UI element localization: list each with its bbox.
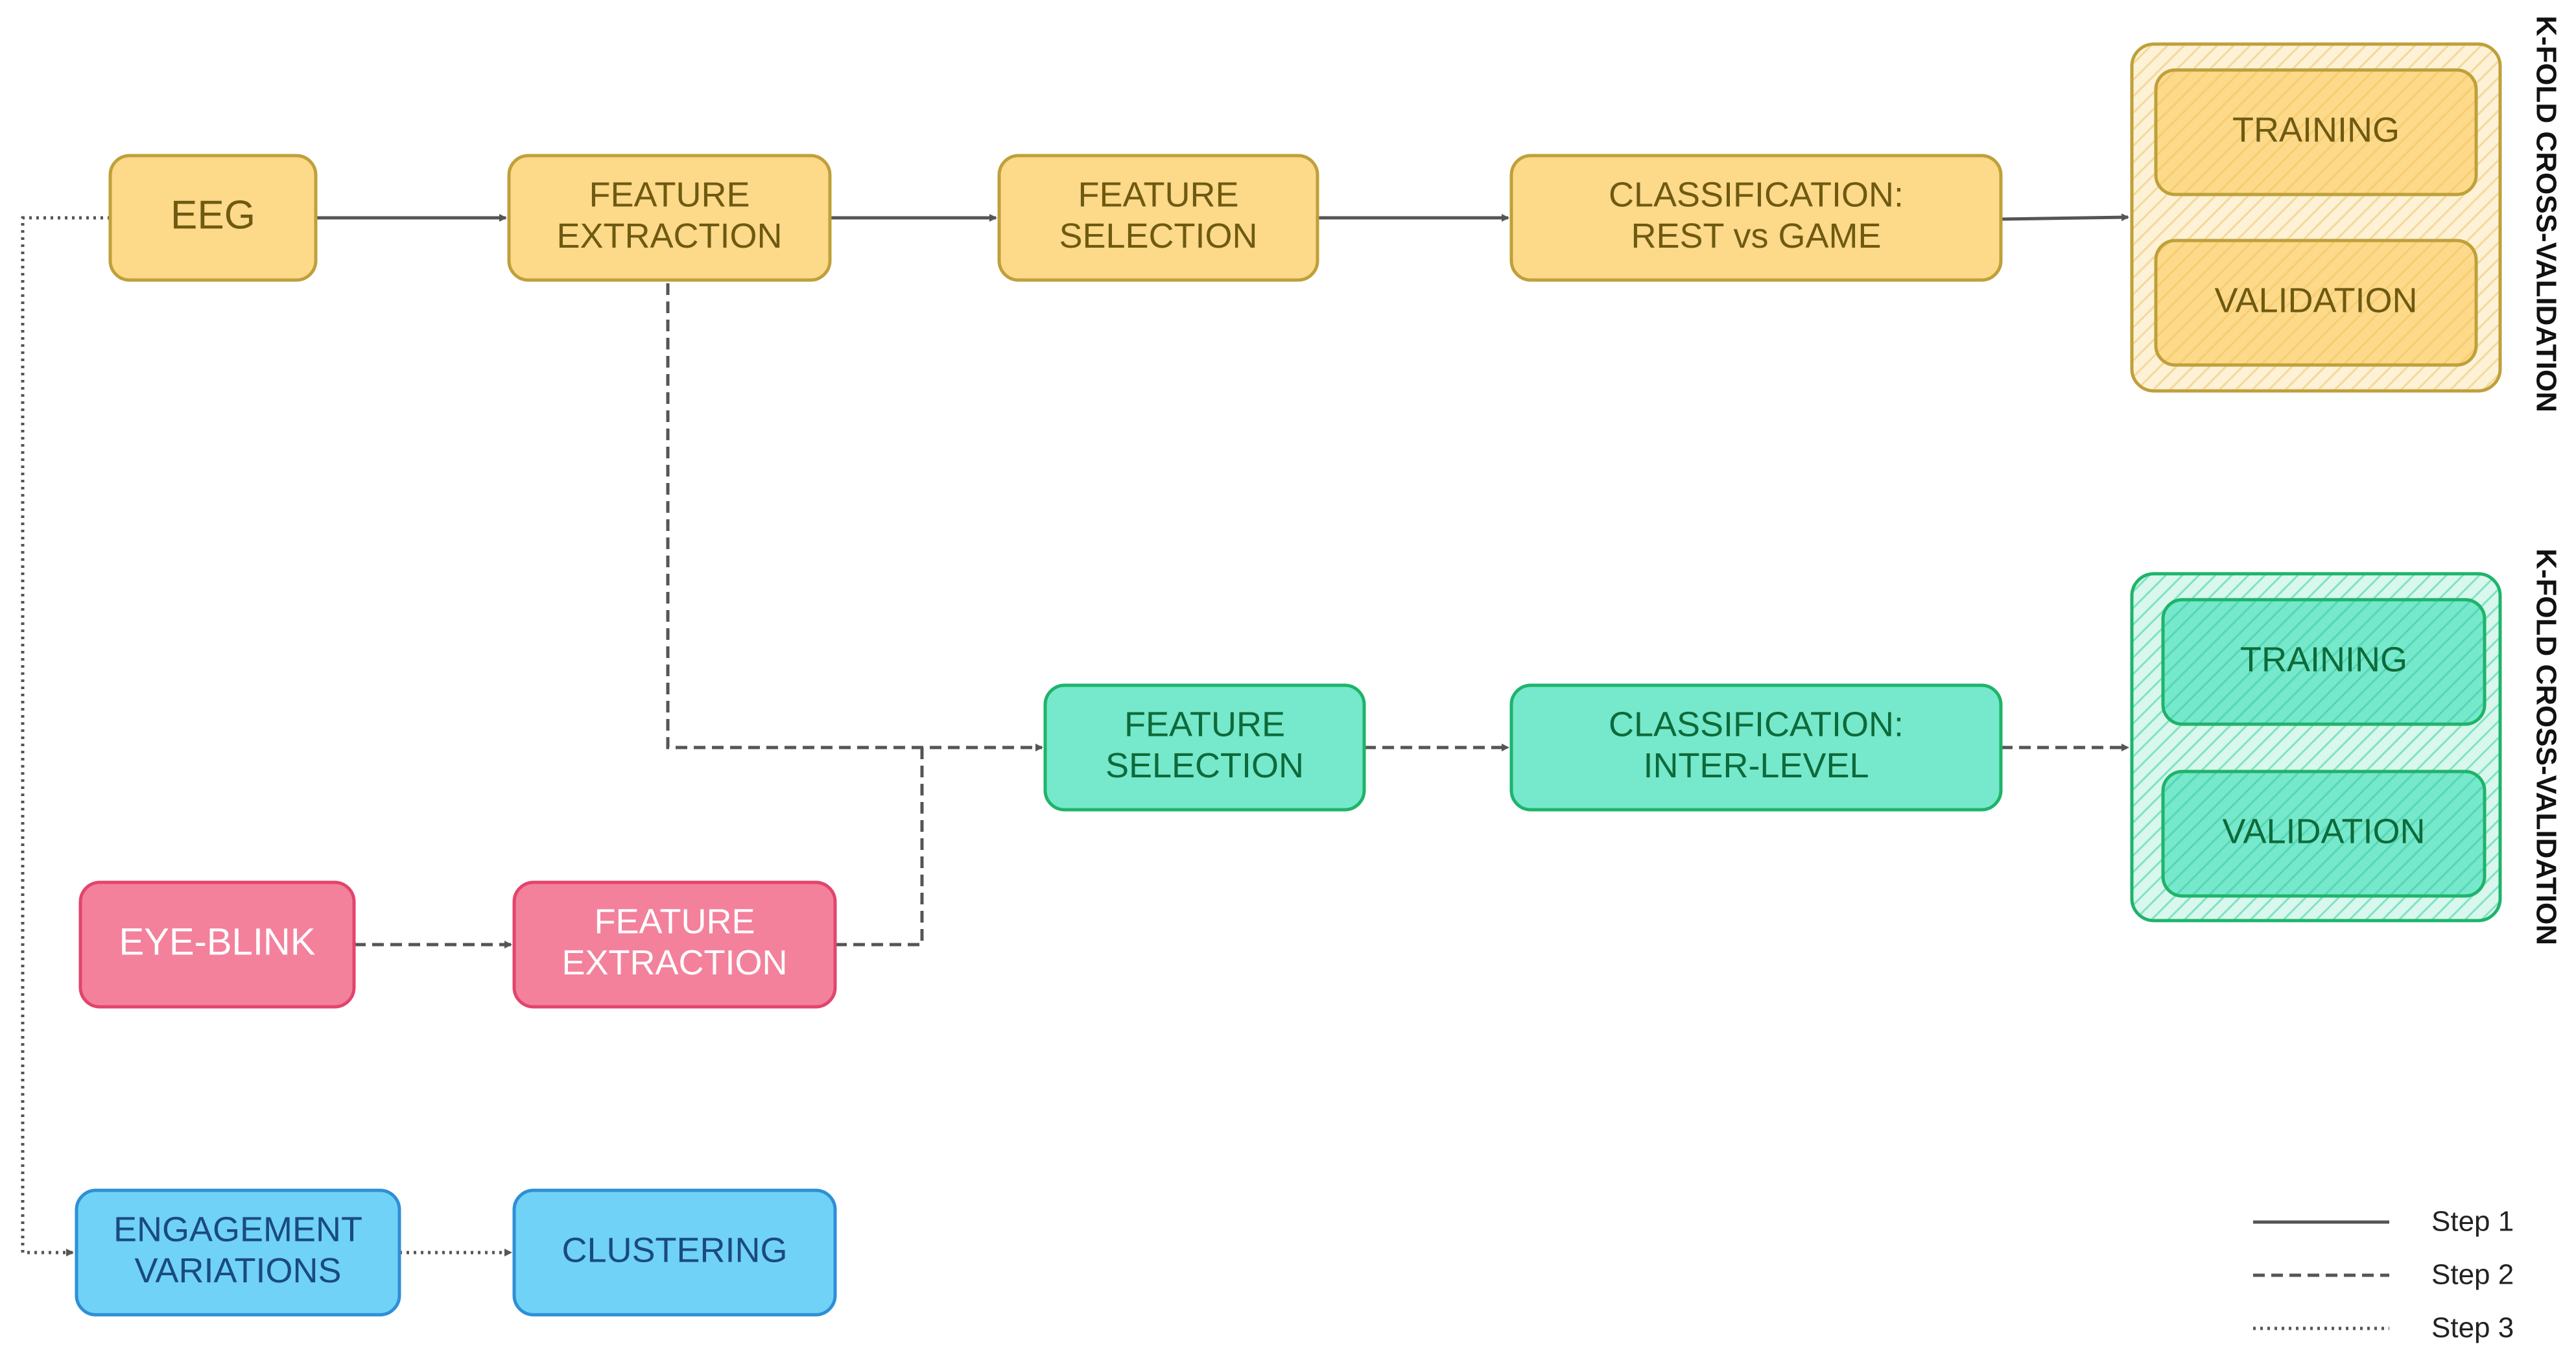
- node-clustering-label-line-1: CLUSTERING: [561, 1231, 787, 1269]
- node-eye-blink: EYE-BLINK: [78, 880, 356, 1009]
- edge-blink-features-up-to-feature-selection-2: [835, 748, 924, 947]
- node-eye-blink-box: [78, 880, 356, 1009]
- node-classification-inter-level: CLASSIFICATION:INTER-LEVEL: [1509, 683, 2003, 812]
- node-classification-rest-game-box: [1509, 154, 2003, 282]
- node-classification-inter-level-label-line-1: CLASSIFICATION:: [1609, 705, 1904, 744]
- edge-classification-to-kfold-1: [2000, 213, 2129, 222]
- node-classification-rest-game-label-line-1: CLASSIFICATION:: [1609, 175, 1904, 214]
- node-training-step1-label-line-1: TRAINING: [2232, 110, 2400, 149]
- node-training-step2: TRAINING: [2161, 598, 2487, 726]
- node-feature-selection-step1-box: [997, 154, 1319, 282]
- node-training-step1: TRAINING: [2154, 68, 2478, 196]
- node-engagement-variations-label-line-1: ENGAGEMENT: [113, 1210, 362, 1249]
- node-feature-selection-step2-label-line-2: SELECTION: [1105, 746, 1304, 785]
- legend: Step 1 Step 2 Step 3: [2253, 1206, 2514, 1344]
- connectors: [21, 213, 2129, 1256]
- node-feature-extraction-blink-label-line-2: EXTRACTION: [561, 943, 787, 982]
- node-clustering-box: [512, 1188, 837, 1317]
- node-eye-blink-label-line-1: EYE-BLINK: [119, 921, 316, 963]
- node-eeg: EEG: [108, 154, 318, 282]
- node-validation-step1-box: [2154, 239, 2478, 367]
- node-classification-rest-game: CLASSIFICATION:REST vs GAME: [1509, 154, 2003, 282]
- edge-eeg-to-engagement: [21, 216, 110, 1256]
- node-classification-inter-level-box: [1509, 683, 2003, 812]
- edge-feature-extraction-down-to-feature-selection-2: [666, 283, 1043, 751]
- kfold-label-2: K-FOLD CROSS-VALIDATION: [2530, 548, 2562, 945]
- node-training-step2-label-line-1: TRAINING: [2240, 640, 2407, 679]
- node-training-step1-box: [2154, 68, 2478, 196]
- node-eeg-box: [108, 154, 318, 282]
- node-training-step2-box: [2161, 598, 2487, 726]
- kfold-label-1: K-FOLD CROSS-VALIDATION: [2530, 16, 2562, 412]
- node-validation-step2-label-line-1: VALIDATION: [2222, 812, 2425, 851]
- legend-label-step2: Step 2: [2431, 1259, 2514, 1291]
- node-classification-rest-game-label-line-2: REST vs GAME: [1631, 217, 1881, 255]
- node-eeg-label-line-1: EEG: [171, 193, 255, 237]
- node-validation-step1: VALIDATION: [2154, 239, 2478, 367]
- node-clustering: CLUSTERING: [512, 1188, 837, 1317]
- node-validation-step2-box: [2161, 770, 2487, 898]
- node-feature-selection-step2-label-line-1: FEATURE: [1124, 705, 1285, 744]
- node-feature-extraction-eeg-label-line-1: FEATURE: [589, 175, 750, 214]
- node-feature-extraction-eeg-label-line-2: EXTRACTION: [556, 217, 782, 255]
- node-validation-step2: VALIDATION: [2161, 770, 2487, 898]
- node-engagement-variations-label-line-2: VARIATIONS: [134, 1251, 341, 1290]
- node-feature-selection-step1-label-line-2: SELECTION: [1059, 217, 1257, 255]
- node-feature-selection-step2-box: [1043, 683, 1366, 812]
- node-classification-inter-level-label-line-2: INTER-LEVEL: [1643, 746, 1869, 785]
- node-validation-step1-label-line-1: VALIDATION: [2214, 281, 2417, 320]
- node-feature-extraction-blink-box: [512, 880, 837, 1009]
- node-engagement-variations-box: [75, 1188, 401, 1317]
- node-feature-extraction-blink-label-line-1: FEATURE: [594, 902, 755, 941]
- legend-label-step1: Step 1: [2431, 1206, 2514, 1238]
- node-feature-extraction-eeg-box: [507, 154, 832, 282]
- legend-label-step3: Step 3: [2431, 1312, 2514, 1344]
- node-feature-selection-step1-label-line-1: FEATURE: [1078, 175, 1238, 214]
